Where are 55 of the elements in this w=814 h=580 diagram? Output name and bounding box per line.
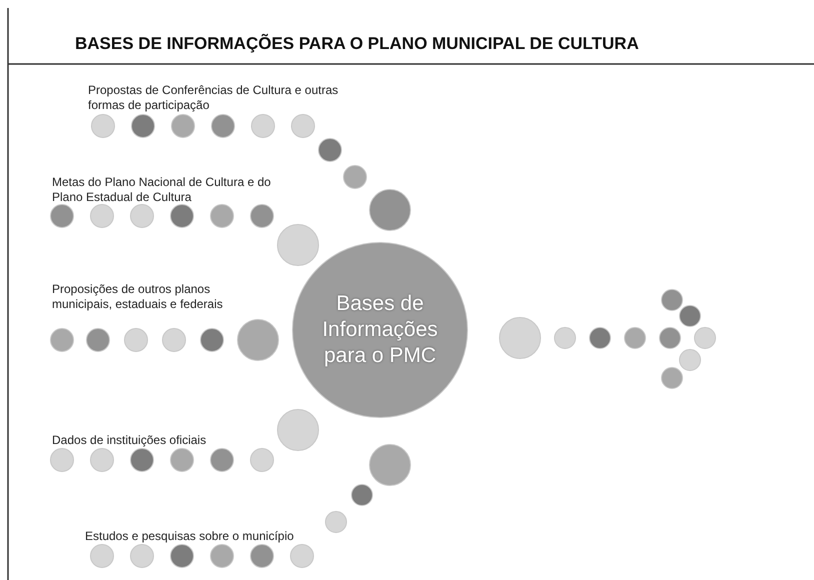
circle-dot bbox=[50, 204, 74, 228]
circle-dot bbox=[624, 327, 646, 349]
circle-dot bbox=[554, 327, 576, 349]
circle-dot bbox=[277, 409, 319, 451]
circle-dot bbox=[90, 204, 114, 228]
circle-dot bbox=[325, 511, 347, 533]
circle-dot bbox=[251, 114, 275, 138]
circle-dot bbox=[290, 544, 314, 568]
circle-dot bbox=[277, 224, 319, 266]
circle-dot bbox=[661, 289, 683, 311]
diagram-title: BASES DE INFORMAÇÕES PARA O PLANO MUNICIPAL DE CULTURA bbox=[75, 34, 639, 54]
circle-dot bbox=[211, 114, 235, 138]
circle-dot bbox=[162, 328, 186, 352]
circle-dot bbox=[250, 204, 274, 228]
circle-dot bbox=[661, 367, 683, 389]
circle-dot bbox=[50, 328, 74, 352]
circle-dot bbox=[351, 484, 373, 506]
circle-dot bbox=[589, 327, 611, 349]
circle-dot bbox=[130, 448, 154, 472]
circle-dot bbox=[90, 448, 114, 472]
circle-dot bbox=[659, 327, 681, 349]
circle-dot bbox=[237, 319, 279, 361]
circle-dot bbox=[170, 204, 194, 228]
category-label: Metas do Plano Nacional de Cultura e do Plano Estadual de Cultura bbox=[52, 175, 272, 205]
circle-dot bbox=[170, 448, 194, 472]
circle-dot bbox=[369, 189, 411, 231]
circle-dot bbox=[90, 544, 114, 568]
circle-dot bbox=[170, 544, 194, 568]
category-label: Propostas de Conferências de Cultura e outras formas de participação bbox=[88, 83, 340, 113]
circle-dot bbox=[694, 327, 716, 349]
circle-dot bbox=[131, 114, 155, 138]
circle-dot bbox=[210, 448, 234, 472]
circle-dot bbox=[124, 328, 148, 352]
circle-dot bbox=[86, 328, 110, 352]
circle-dot bbox=[50, 448, 74, 472]
center-circle: Bases de Informações para o PMC bbox=[292, 242, 468, 418]
circle-dot bbox=[130, 544, 154, 568]
circle-dot bbox=[499, 317, 541, 359]
circle-dot bbox=[210, 204, 234, 228]
circle-dot bbox=[250, 544, 274, 568]
circle-dot bbox=[130, 204, 154, 228]
category-label: Estudos e pesquisas sobre o município bbox=[85, 529, 295, 544]
circle-dot bbox=[343, 165, 367, 189]
circle-dot bbox=[210, 544, 234, 568]
circle-dot bbox=[171, 114, 195, 138]
circle-dot bbox=[679, 349, 701, 371]
circle-dot bbox=[679, 305, 701, 327]
circle-dot bbox=[250, 448, 274, 472]
circle-dot bbox=[200, 328, 224, 352]
circle-dot bbox=[369, 444, 411, 486]
circle-dot bbox=[318, 138, 342, 162]
category-label: Dados de instituições oficiais bbox=[52, 433, 208, 448]
circle-dot bbox=[291, 114, 315, 138]
category-label: Proposições de outros planos municipais, estaduais e federais bbox=[52, 282, 224, 312]
circle-dot bbox=[91, 114, 115, 138]
